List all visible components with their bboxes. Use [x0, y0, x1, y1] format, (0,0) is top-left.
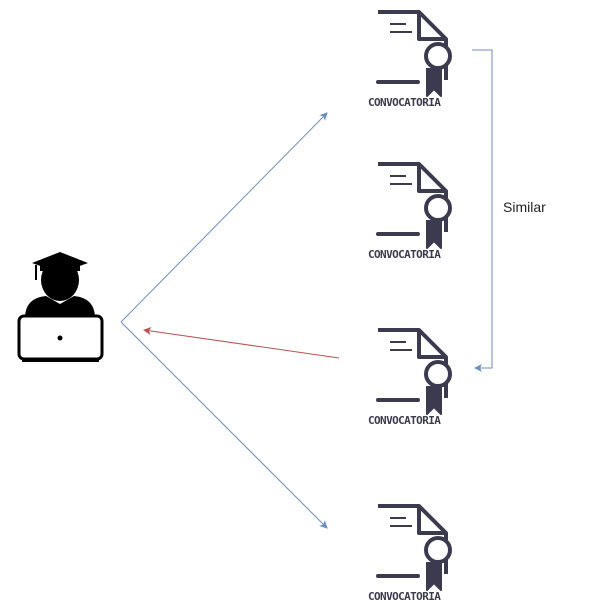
similar-bracket: [472, 49, 493, 372]
certificate-document-icon: [376, 504, 452, 592]
arrow-from-document-3: [143, 327, 340, 359]
document-3: CONVOCATORIA: [368, 328, 452, 427]
document-1: CONVOCATORIA: [368, 10, 452, 109]
arrow-to-document-4: [120, 321, 328, 529]
document-4: CONVOCATORIA: [368, 504, 452, 603]
document-2: CONVOCATORIA: [368, 162, 452, 261]
certificate-document-icon: [376, 162, 452, 250]
certificate-document-icon: [376, 10, 452, 98]
document-label: CONVOCATORIA: [368, 96, 441, 109]
certificate-document-icon: [376, 328, 452, 416]
document-label: CONVOCATORIA: [368, 248, 441, 261]
document-label: CONVOCATORIA: [368, 590, 441, 603]
arrow-to-document-1: [120, 112, 328, 323]
graduate-user-laptop-icon: [17, 252, 104, 362]
document-label: CONVOCATORIA: [368, 414, 441, 427]
similar-label: Similar: [503, 199, 546, 215]
